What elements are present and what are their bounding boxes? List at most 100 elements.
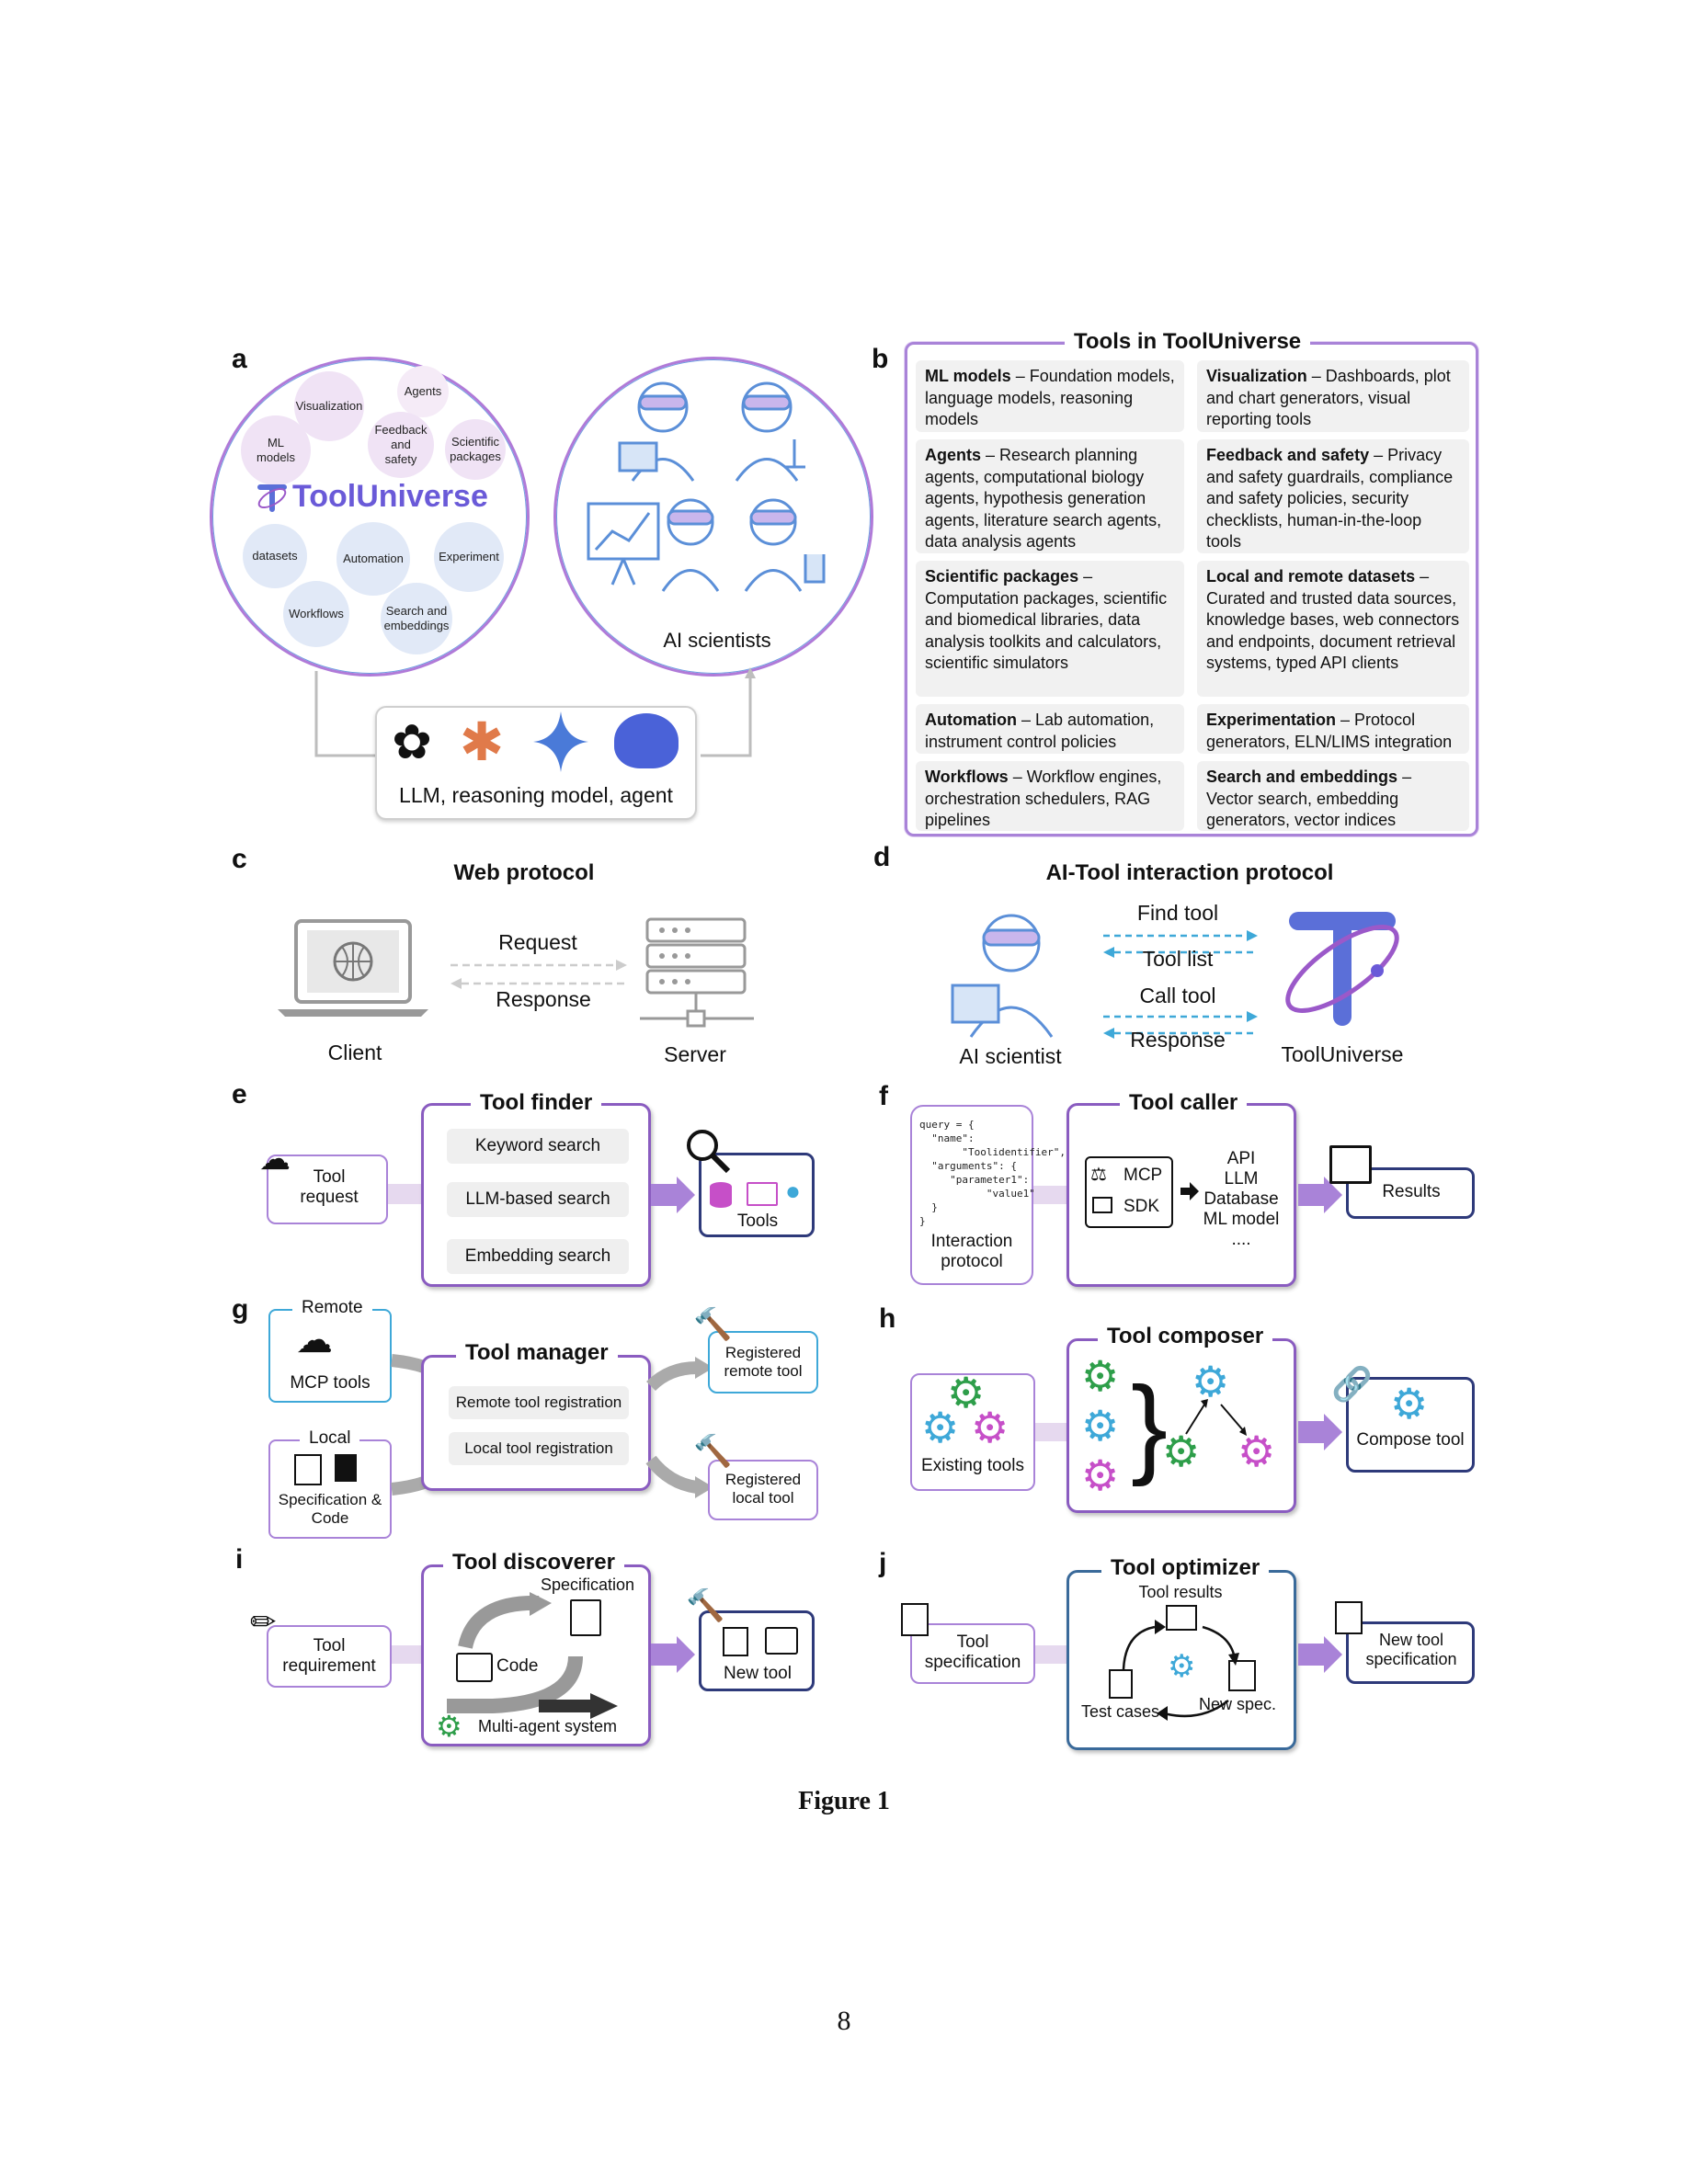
client-label: Client [327,1041,382,1064]
j-connector-left [1035,1645,1066,1664]
panel-e-letter: e [232,1079,247,1109]
gear-green-icon: ⚙ [947,1369,986,1416]
target-llm: LLM [1224,1169,1259,1189]
category-desc: – Vector search, embedding generators, v… [1206,768,1412,829]
tool-manager-box [421,1355,651,1491]
gear-green-icon: ⚙ [1162,1428,1201,1475]
registered-local-label: Registered local tool [724,1471,802,1507]
bubble-datasets: datasets [243,524,307,588]
spec-checklist-icon [1335,1601,1363,1634]
ai-scientists-illustration-icon [587,381,826,592]
gear-magenta-icon: ⚙ [1237,1428,1276,1475]
mcp-cloud-icon: ☁ [296,1320,333,1360]
magnifier-icon [687,1130,731,1174]
spec-checklist-icon [901,1603,929,1636]
caller-arrow [1298,1177,1342,1213]
i-connector-left [392,1645,423,1664]
gear-cyan-icon: ⚙ [921,1404,960,1451]
mcp-label: MCP [1123,1166,1163,1185]
category-name: Experimentation [1206,711,1337,729]
results-label: Results [1382,1182,1441,1201]
llm-label: LLM, reasoning model, agent [399,783,673,807]
ai-tool-protocol-title: AI-Tool interaction protocol [1045,860,1334,885]
compose-arrows [1185,1399,1247,1436]
panel-g-letter: g [232,1294,249,1325]
web-protocol-title: Web protocol [453,860,595,885]
call-tool-arrows [1103,1011,1258,1039]
thought-cloud-icon: ☁ [259,1142,291,1177]
tooluniverse-logo-icon [257,484,287,512]
gear-green-icon: ⚙ [1081,1352,1120,1400]
category-name: Automation [925,711,1017,729]
llm-search-item: LLM-based search [447,1182,629,1217]
person-desk-icon: ✏ [250,1605,277,1640]
category-desc: – Protocol generators, ELN/LIMS integrat… [1206,711,1453,751]
panel-j-letter: j [879,1548,887,1578]
bubble-feedback-safety: Feedback and safety [368,412,434,478]
keyword-search-item: Keyword search [447,1129,629,1164]
e-connector-left [386,1184,423,1204]
page-number: 8 [837,2006,851,2036]
ai-scientists-label: AI scientists [663,629,771,652]
embedding-search-item: Embedding search [447,1239,629,1274]
ai-scientist-label: AI scientist [959,1044,1062,1068]
bubble-ml-models: ML models [241,415,311,485]
new-tool-spec-box [1346,1621,1475,1684]
query-code-block: query = { "name": "Toolidentifier", "arg… [919,1119,1066,1227]
ai-scientist-icon [951,914,1054,1038]
existing-tools-label: Existing tools [921,1456,1024,1475]
bubble-agents: Agents [397,366,449,417]
discoverer-arrow [651,1636,695,1673]
hammer-icon: 🔨 [686,1588,725,1623]
tool-caller-title: Tool caller [1120,1090,1248,1116]
new-spec-label: New spec. [1199,1695,1277,1713]
call-tool-label: Call tool [1139,984,1216,1007]
code-window-icon [765,1627,798,1655]
mcp-to-targets-arrow [1180,1182,1199,1200]
target-database: Database [1203,1189,1279,1209]
category-workflows: Workflows – Workflow engines, orchestrat… [916,761,1184,831]
tools-table-title: Tools in ToolUniverse [1065,329,1311,355]
tool-request-box [267,1155,388,1224]
registered-remote-box [708,1331,818,1393]
panel-h-letter: h [879,1303,896,1334]
category-name: Scientific packages [925,567,1079,586]
link-icon: 🔗 [1331,1365,1373,1403]
optimizer-arrow [1298,1636,1342,1673]
category-desc: – Foundation models, language models, re… [925,367,1175,428]
new-tool-spec-label: New tool specification [1365,1631,1457,1668]
new-tool-label: New tool [724,1664,792,1683]
spec-checklist-icon [570,1599,601,1636]
new-spec-icon [1228,1660,1256,1691]
figure-caption: Figure 1 [798,1787,890,1815]
tooluniverse-big-logo-icon [1285,912,1399,1026]
ai-scientists-circle [553,357,873,677]
tooluniverse-label: ToolUniverse [1281,1042,1404,1066]
server-icon [640,917,754,1028]
remote-label: Remote [292,1298,372,1318]
discover-cycle-arrows [447,1592,618,1719]
registered-remote-label: Registered remote tool [724,1344,803,1380]
tool-specification-box [910,1623,1035,1684]
gemini-icon [533,711,588,772]
target-ml-model: ML model [1203,1210,1280,1229]
terminal-icon [1092,1197,1112,1213]
tooluniverse-logo: ToolUniverse [256,478,495,515]
tool-discoverer-title: Tool discoverer [443,1550,624,1575]
test-cases-label: Test cases [1081,1702,1160,1721]
gear-multicolor-icon: ⚙ [1390,1380,1429,1428]
category-desc: – Privacy and safety guardrails, complia… [1206,446,1454,551]
tool-results-label: Tool results [1138,1583,1223,1601]
category-desc: – Workflow engines, orchestration schedu… [925,768,1162,829]
sdk-label: SDK [1123,1197,1160,1216]
tool-manager-title: Tool manager [456,1340,618,1366]
tool-requirement-label: Tool requirement [282,1636,376,1676]
gear-cyan-icon: ⚙ [1192,1358,1230,1405]
bubble-scientific-packages: Scientific packages [445,419,506,480]
code-window-icon [456,1653,493,1682]
new-tool-box [699,1610,815,1691]
brain-icon: ● [785,1177,801,1205]
interaction-protocol-label: Interaction protocol [930,1232,1013,1271]
category-feedback-safety: Feedback and safety – Privacy and safety… [1197,439,1469,553]
category-name: Visualization [1206,367,1307,385]
